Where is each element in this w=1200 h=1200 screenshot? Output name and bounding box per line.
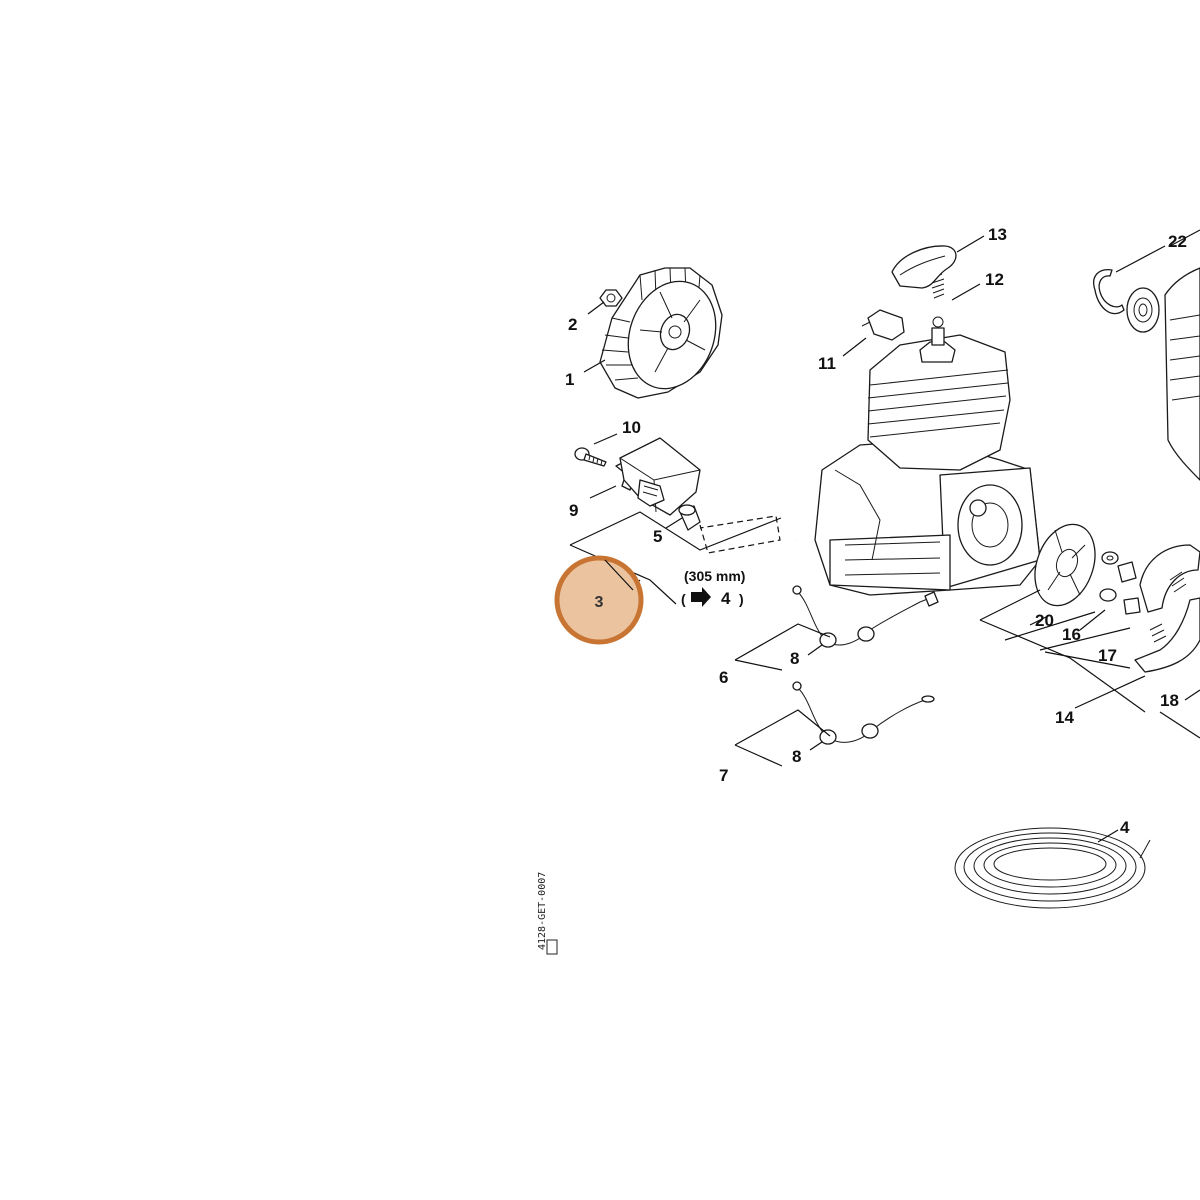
housing [1164,267,1200,481]
label-part-22: 22 [1168,232,1187,251]
spark-plug-boot-part-5[interactable] [678,504,701,531]
length-note: (305 mm) ( 4 ) [681,568,745,608]
cap-part-13[interactable] [891,245,957,289]
label-part-6: 6 [719,668,728,687]
leader-lines [569,229,1200,843]
label-part-8b: 8 [792,747,801,766]
label-part-18: 18 [1160,691,1179,710]
label-part-16: 16 [1062,625,1081,644]
label-part-5: 5 [653,527,662,546]
engine-block [814,316,1041,596]
highlight-marker[interactable]: 3 [554,555,644,645]
label-part-7: 7 [719,766,728,785]
drawing-reference: 4128-GET-0007 [537,872,558,955]
label-part-8a: 8 [790,649,799,668]
screw-part-10[interactable] [574,447,607,467]
arrow-right-icon [691,587,711,607]
label-part-4: 4 [1120,818,1130,837]
clutch-spring-part-18[interactable] [1134,597,1200,673]
drawing-ref-text: 4128-GET-0007 [537,872,548,950]
ignition-module-part-3[interactable] [619,437,701,516]
wire-harness-part-6[interactable] [792,585,939,646]
grommet-part-8a[interactable] [819,626,875,648]
label-part-13: 13 [988,225,1007,244]
label-part-1: 1 [565,370,574,389]
circlip-part-22[interactable] [1093,269,1125,315]
label-part-14: 14 [1055,708,1074,727]
label-part-12: 12 [985,270,1004,289]
clutch-hub-part-20[interactable] [1024,516,1105,614]
note-ref-number: 4 [721,589,731,608]
highlight-label: 3 [595,594,604,611]
length-text: (305 mm) [684,568,745,584]
cable-line [724,289,889,555]
label-part-2: 2 [568,315,577,334]
note-open-paren: ( [681,591,686,607]
label-part-9: 9 [569,501,578,520]
label-part-17: 17 [1098,646,1117,665]
label-part-11: 11 [818,354,836,373]
grommet-part-8b[interactable] [819,723,879,745]
nut-part-2[interactable] [599,289,623,307]
bearing [1126,287,1160,333]
note-close-paren: ) [739,591,744,607]
part-labels: 1 2 10 9 5 11 12 13 22 6 8 7 8 20 16 17 … [565,225,1187,837]
part-11[interactable] [861,309,905,341]
washer-part-16[interactable] [1099,551,1141,615]
label-part-10: 10 [622,418,641,437]
clutch-shoe-part-17[interactable] [1139,544,1200,613]
coiled-wire-part-4[interactable] [954,827,1151,909]
label-part-20: 20 [1035,611,1054,630]
wire-harness-part-7[interactable] [792,681,935,743]
flywheel-part-1[interactable] [599,267,730,401]
